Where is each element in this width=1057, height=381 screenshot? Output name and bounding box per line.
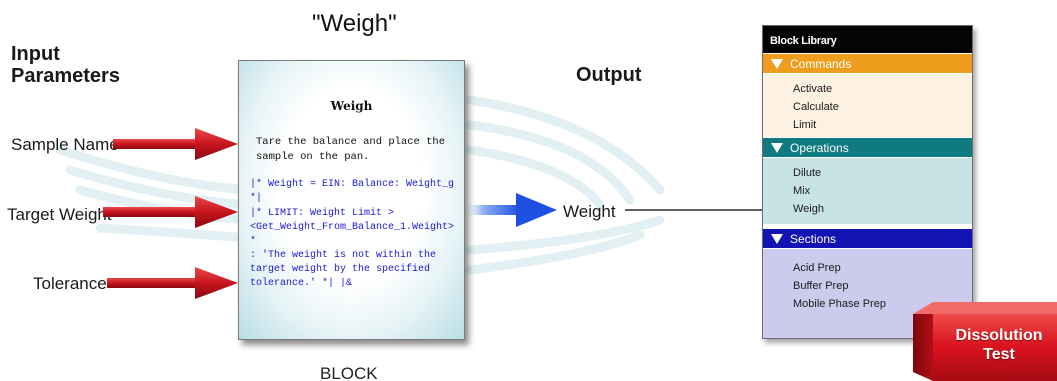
input-arrow-sample-name: [113, 128, 238, 160]
badge-shape: [913, 302, 1057, 381]
section-header-sections[interactable]: Sections: [763, 228, 972, 248]
section-body-operations: Dilute Mix Weigh: [763, 158, 972, 224]
badge-text: Dissolution Test: [955, 327, 1043, 363]
section-body-commands: Activate Calculate Limit: [763, 74, 972, 137]
dissolution-test-badge: Dissolution Test: [913, 302, 1057, 381]
section-label: Sections: [790, 232, 837, 246]
block-footer: BLOCK: [320, 364, 378, 381]
output-label-weight: Weight: [563, 202, 616, 221]
triangle-down-icon: [771, 59, 783, 69]
output-arrow: [463, 193, 557, 227]
block-library-panel: Block Library Commands Activate Calculat…: [762, 25, 973, 339]
weigh-block-document: Weigh Tare the balance and place the sam…: [238, 60, 465, 340]
section-label: Operations: [790, 141, 849, 155]
triangle-down-icon: [771, 234, 783, 244]
triangle-down-icon: [771, 143, 783, 153]
library-item-dilute[interactable]: Dilute: [793, 167, 822, 179]
input-label-sample-name: Sample Name: [11, 135, 119, 154]
document-title: Weigh: [330, 99, 373, 113]
output-heading: Output: [576, 64, 642, 86]
input-label-target-weight: Target Weight: [7, 205, 112, 224]
library-item-buffer-prep[interactable]: Buffer Prep: [793, 280, 849, 292]
library-item-limit[interactable]: Limit: [793, 119, 817, 131]
section-header-commands[interactable]: Commands: [763, 53, 972, 73]
document-code-limit: |* LIMIT: Weight Limit > <Get_Weight_Fro…: [250, 208, 455, 289]
library-item-acid-prep[interactable]: Acid Prep: [793, 262, 841, 274]
section-header-operations[interactable]: Operations: [763, 137, 972, 157]
document-code-weight: |* Weight = EIN: Balance: Weight_g *|: [250, 179, 455, 204]
library-item-weigh[interactable]: Weigh: [793, 203, 824, 215]
block-title: "Weigh": [312, 10, 397, 37]
library-item-mix[interactable]: Mix: [793, 185, 811, 197]
section-label: Commands: [790, 57, 852, 71]
document-instruction: Tare the balance and place the sample on…: [256, 136, 446, 163]
library-item-calculate[interactable]: Calculate: [793, 101, 839, 113]
library-item-activate[interactable]: Activate: [793, 83, 833, 95]
input-arrow-tolerance: [107, 267, 238, 299]
input-label-tolerance: Tolerance: [33, 274, 107, 293]
input-arrow-target-weight: [103, 196, 238, 228]
input-heading: Input Parameters: [11, 43, 120, 87]
block-library-title: Block Library: [763, 26, 972, 53]
library-item-mobile-phase-prep[interactable]: Mobile Phase Prep: [793, 298, 886, 310]
